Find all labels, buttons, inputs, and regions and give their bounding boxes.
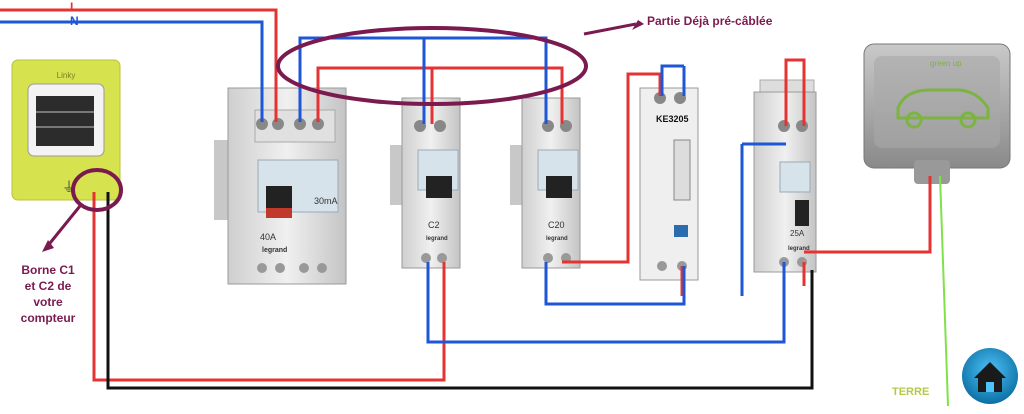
black-wire: [106, 192, 814, 390]
earth-wire: [939, 175, 949, 407]
contactor-brand: legrand: [788, 246, 810, 252]
breaker-c2: C2 legrand: [390, 97, 461, 269]
contactor-rating: 25A: [790, 229, 805, 238]
phase-wires: [0, 8, 932, 382]
meter-brand: Linky: [57, 71, 76, 80]
diff-sensitivity: 30mA: [314, 196, 338, 206]
breaker1-rating: C2: [428, 220, 440, 230]
breaker2-brand: legrand: [546, 236, 568, 242]
neutral-label: N: [70, 14, 79, 28]
differential-switch: 40A 30mA legrand: [214, 87, 347, 285]
diagram-title: Partie Déjà pré-câblée: [647, 14, 773, 28]
linky-meter: Linky ⏚: [11, 59, 121, 201]
charger-brand: green up: [930, 59, 962, 68]
breaker1-brand: legrand: [426, 236, 448, 242]
neutral-wires: [0, 20, 786, 344]
earth-label: TERRE: [892, 386, 930, 398]
breaker2-rating: C20: [548, 220, 565, 230]
home-icon: [962, 348, 1018, 404]
diff-rating: 40A: [260, 232, 276, 242]
energy-meter: KE3205: [639, 87, 699, 281]
meter-terminal-ellipse: [42, 168, 123, 252]
green-up-charger: green up: [863, 43, 1011, 184]
breaker-c20: C20 legrand: [510, 97, 581, 269]
diff-brand: legrand: [262, 247, 287, 254]
phase-label: L: [70, 0, 78, 14]
home-button[interactable]: [962, 348, 1018, 404]
energy-meter-model: KE3205: [656, 114, 689, 124]
meter-terminal-note: Borne C1 et C2 de votre compteur: [20, 263, 76, 325]
prewired-ellipse: [276, 20, 644, 106]
